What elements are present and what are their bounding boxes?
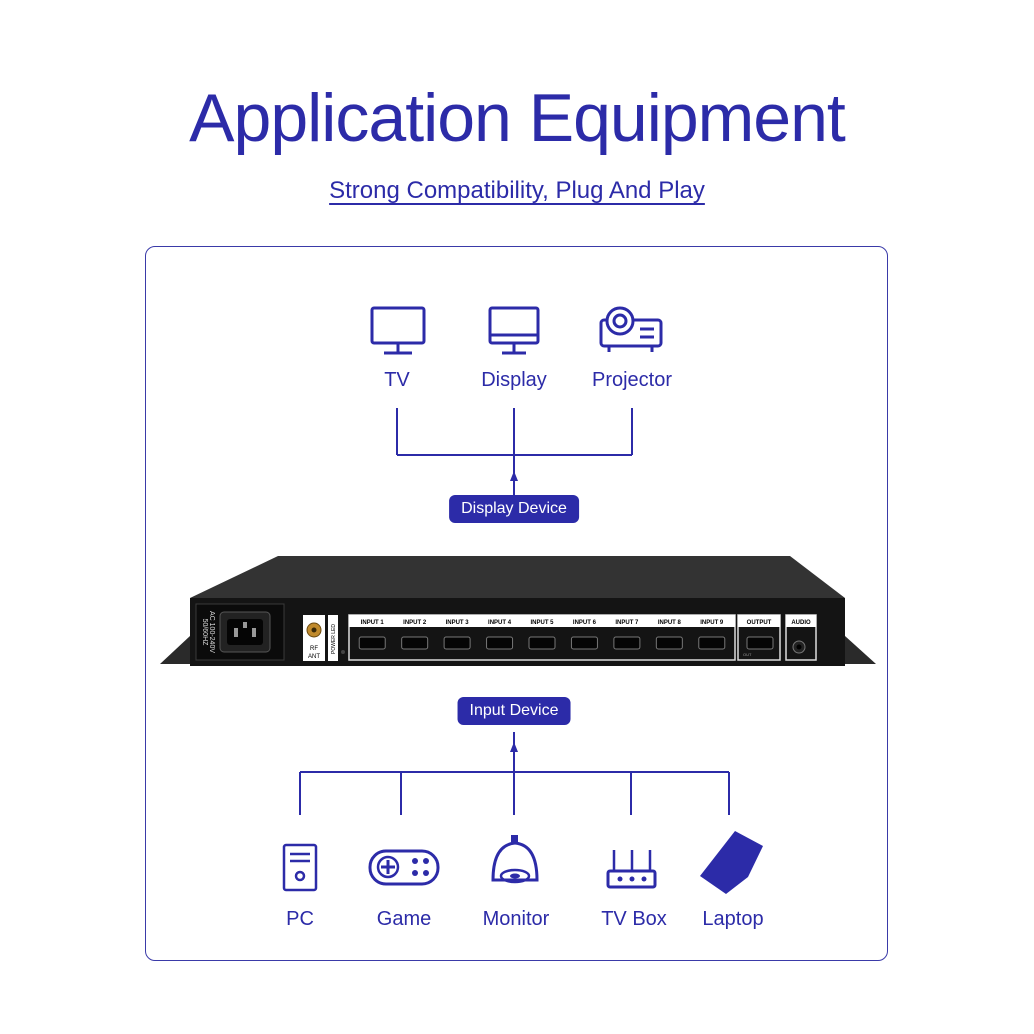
device-label-game: Game xyxy=(376,908,432,930)
hdmi-switch-device: RF ANT POWER LED INPUT 1 INPUT 2 INPUT 3 IN… xyxy=(160,556,876,666)
input-device-badge: Input Device xyxy=(457,697,571,725)
display-connector xyxy=(396,408,633,495)
input-port-label: INPUT 7 xyxy=(615,620,639,626)
arrow-up-icon xyxy=(510,742,518,752)
device-label-monitor: Monitor xyxy=(482,908,550,930)
diagram-panel xyxy=(145,246,888,961)
hdmi-port xyxy=(570,636,598,650)
power-led-label: POWER LED xyxy=(331,624,337,654)
tv-box-icon xyxy=(606,850,657,889)
hdmi-port xyxy=(698,636,726,650)
camera-dome-icon xyxy=(491,835,539,884)
device-label-display: Display xyxy=(481,369,547,391)
hdmi-port xyxy=(486,636,514,650)
tv-icon xyxy=(370,306,426,355)
hdmi-port xyxy=(443,636,471,650)
page-title: Application Equipment xyxy=(189,80,846,156)
hdmi-port xyxy=(528,636,556,650)
pc-tower-icon xyxy=(282,843,318,892)
input-port-label: INPUT 5 xyxy=(530,620,554,626)
output-sub-label: OUT xyxy=(743,652,752,657)
device-label-projector: Projector xyxy=(591,369,673,391)
gamepad-icon xyxy=(368,849,440,886)
input-port-label: INPUT 3 xyxy=(446,620,470,626)
device-label-tv-box: TV Box xyxy=(601,908,667,930)
input-port-label: INPUT 1 xyxy=(361,620,385,626)
input-port-label: INPUT 9 xyxy=(700,620,724,626)
power-rating-text: AC 100-240V 50/60HZ xyxy=(201,610,215,654)
input-port-label: INPUT 4 xyxy=(488,620,512,626)
rf-label-line2: ANT xyxy=(308,654,320,660)
hdmi-port xyxy=(613,636,641,650)
input-port-label: INPUT 6 xyxy=(573,620,597,626)
hdmi-port xyxy=(401,636,429,650)
display-device-badge: Display Device xyxy=(449,495,579,523)
input-port-label: INPUT 2 xyxy=(403,620,427,626)
projector-icon xyxy=(599,306,663,352)
input-port-label: INPUT 8 xyxy=(658,620,682,626)
page-subtitle: Strong Compatibility, Plug And Play xyxy=(329,177,705,204)
hdmi-port xyxy=(655,636,683,650)
rf-label-line1: RF xyxy=(310,646,318,652)
audio-port-label: AUDIO xyxy=(791,620,811,626)
output-port-label: OUTPUT xyxy=(747,620,772,626)
device-label-pc: PC xyxy=(286,908,314,930)
device-label-tv: TV xyxy=(384,369,410,391)
laptop-icon xyxy=(700,831,763,894)
hdmi-port xyxy=(358,636,386,650)
arrow-up-icon xyxy=(510,471,518,481)
monitor-display-icon xyxy=(488,306,540,355)
device-label-laptop: Laptop xyxy=(702,908,764,930)
